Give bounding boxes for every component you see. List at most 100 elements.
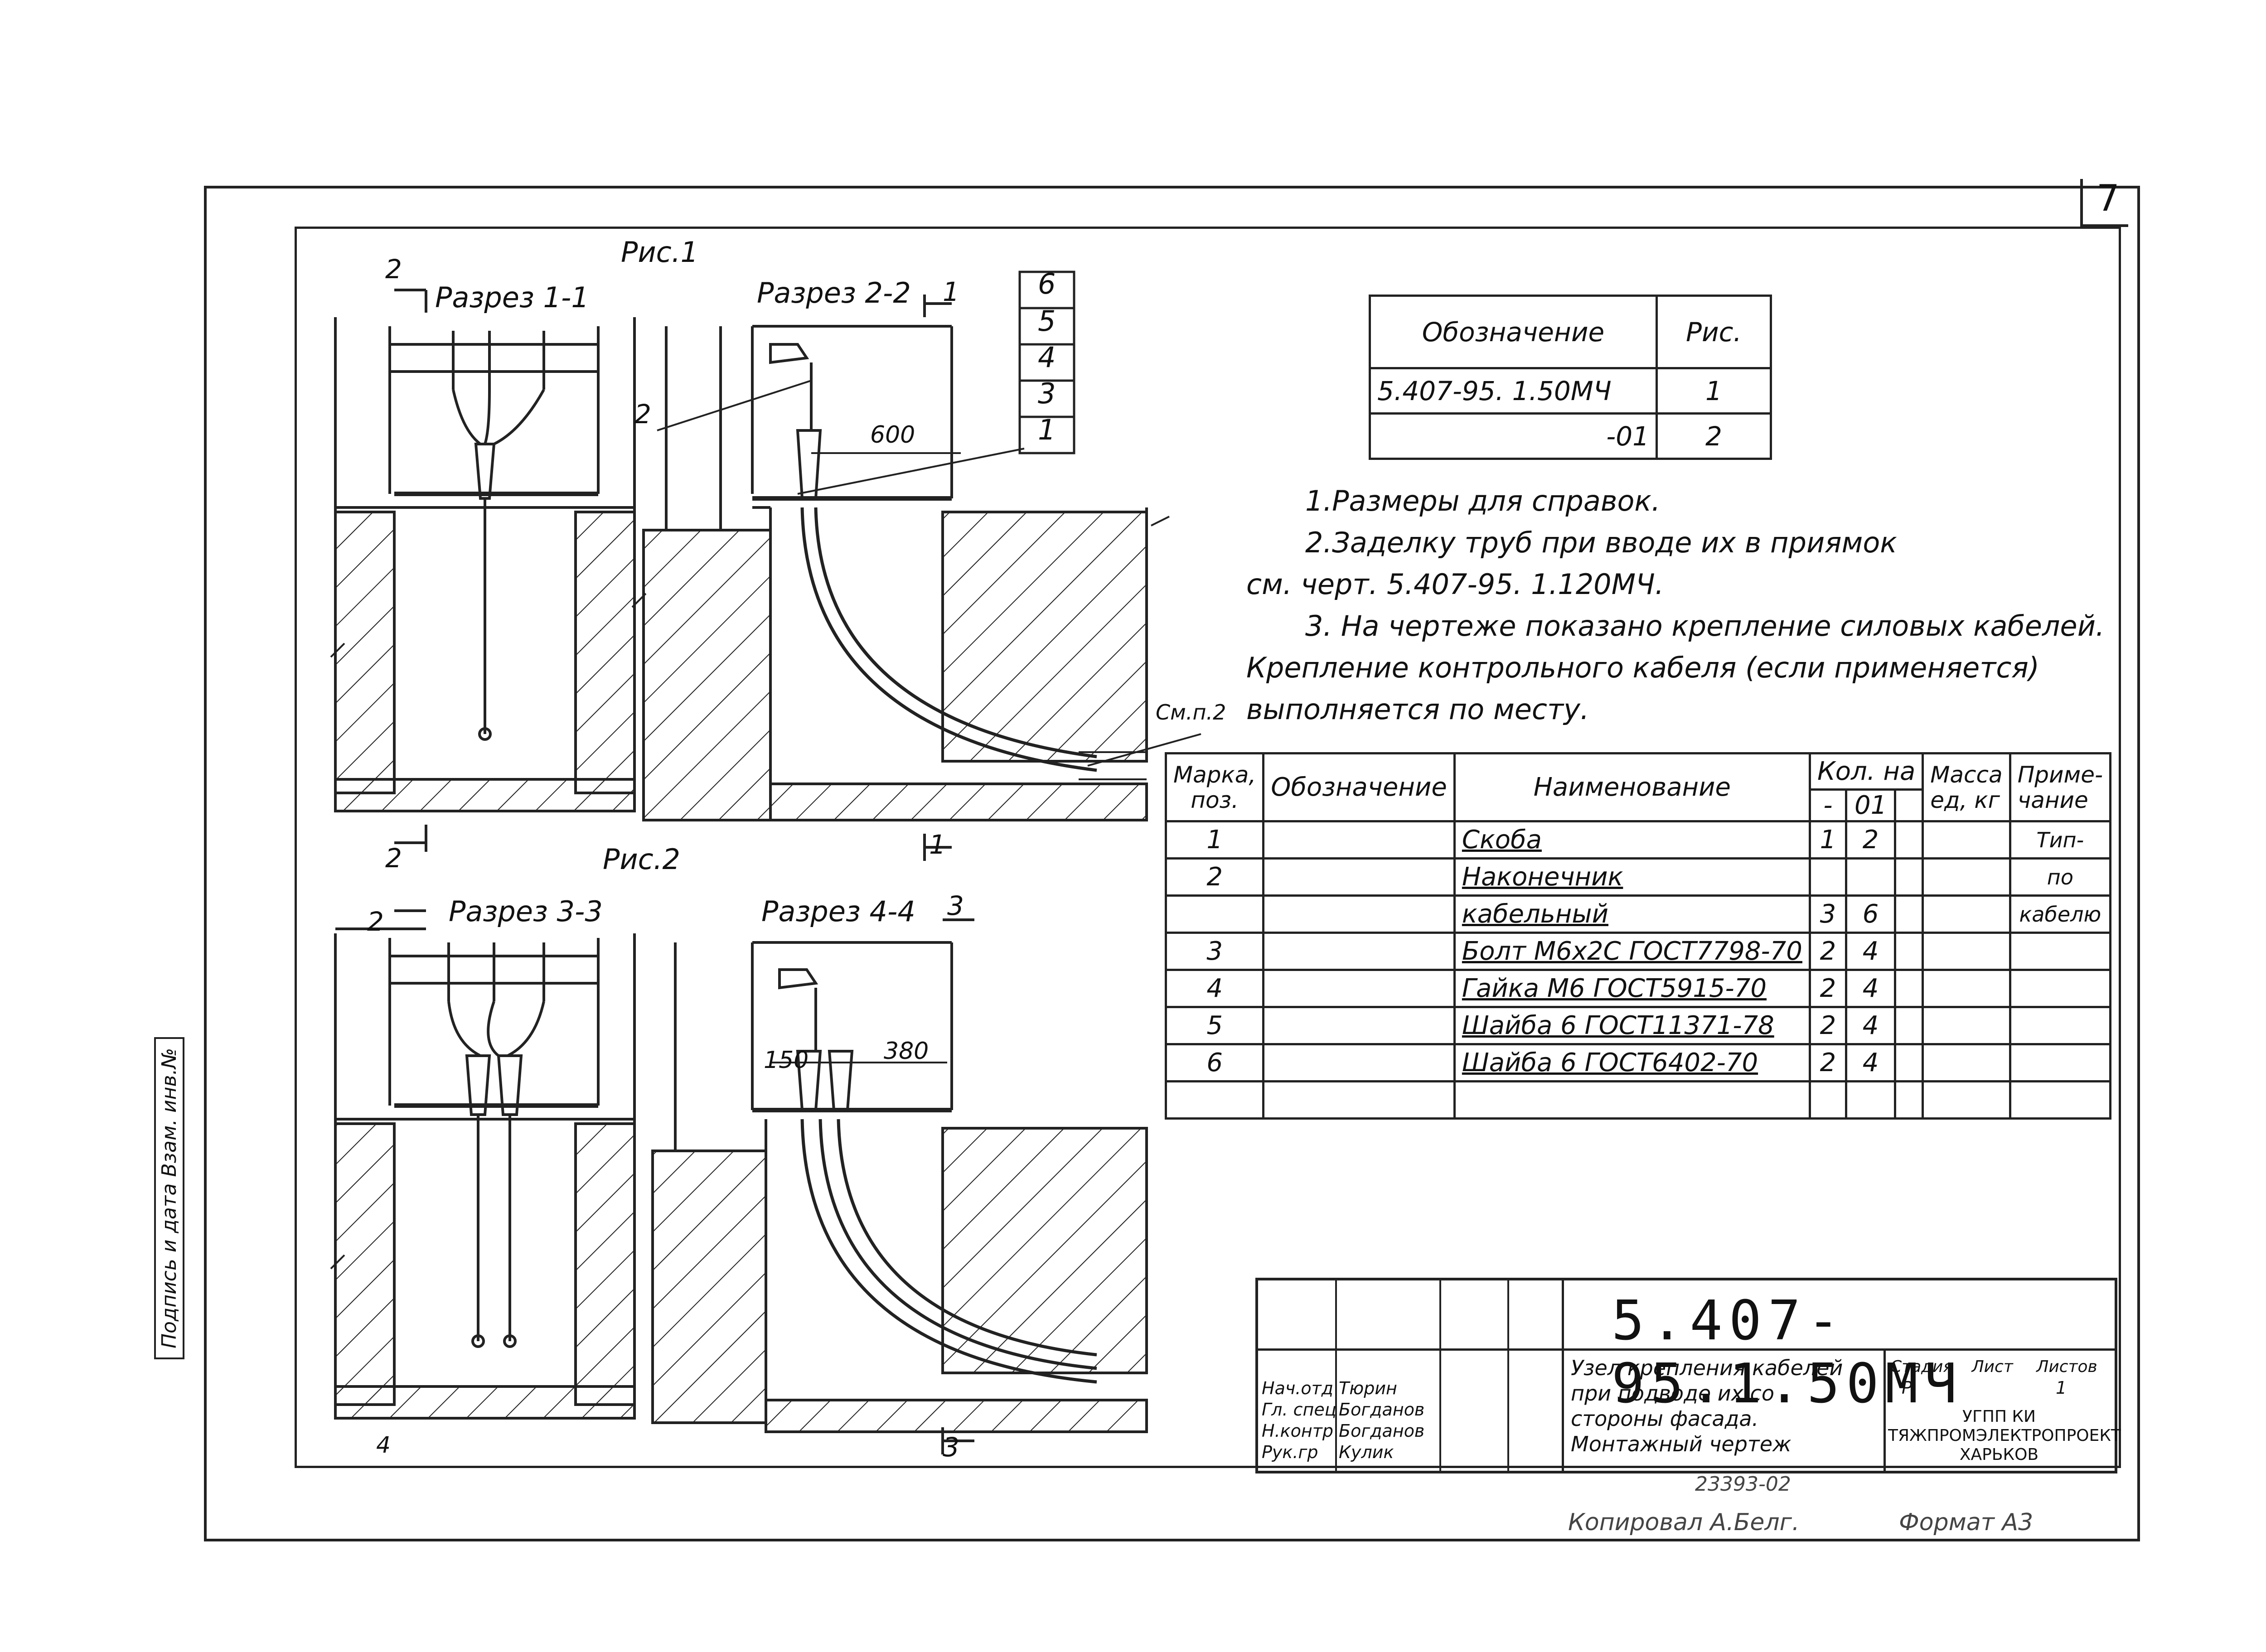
spec-cell-empty [1922, 1043, 2011, 1082]
pos-1: 1 [1038, 413, 1056, 446]
reference-table: Обозначение Рис. 5.407-95. 1.50МЧ 1 -01 … [1369, 295, 1772, 460]
spec-cell-empty [1894, 894, 1924, 934]
sec11-floor [334, 778, 636, 812]
sheets-value: 1 [2056, 1378, 2067, 1398]
spec-cell-empty [1922, 857, 2011, 897]
stage-header: Стадия Лист Листов [1890, 1357, 2097, 1376]
fig1-label: Рис.1 [621, 236, 698, 269]
ref-row1-fig: 1 [1656, 367, 1772, 415]
fig2-label: Рис.2 [603, 843, 680, 876]
spec-cell-name: Болт М6х2С ГОСТ7798-70 [1453, 932, 1811, 971]
dim-150: 150 [764, 1047, 809, 1074]
inventory-number: 23393-02 [1695, 1473, 1791, 1496]
spec-cell-empty [1922, 969, 2011, 1008]
spec-cell-note [2009, 1043, 2112, 1082]
spec-cell-a: 2 [1808, 1006, 1847, 1045]
spec-cell-a: 2 [1808, 1043, 1847, 1082]
spec-cell-b: 6 [1845, 894, 1897, 934]
spec-h-name: Наименование [1453, 752, 1811, 822]
side-stamp: Подпись и дата Взам. инв.№ [154, 1037, 184, 1359]
spec-cell-empty [1894, 1006, 1924, 1045]
outer-frame [204, 186, 2140, 1541]
spec-h-note: Приме- чание [2009, 752, 2112, 822]
spec-cell-mark: 3 [1164, 932, 1265, 971]
section-4-4-label: Разрез 4-4 [761, 895, 915, 928]
mark-1-bottom: 1 [929, 829, 946, 860]
spec-h-mass: Масса ед, кг [1922, 752, 2011, 822]
spec-cell-empty [1262, 1080, 1456, 1120]
mark-3-bottom: 3 [943, 1432, 959, 1463]
ref-row2-designation: -01 [1369, 412, 1658, 460]
note-3-cont: Крепление контрольного кабеля (если прим… [1246, 651, 2039, 684]
mark-3-top: 3 [947, 890, 964, 921]
spec-cell-empty [1894, 1080, 1924, 1120]
ref-row2-fig: 2 [1656, 412, 1772, 460]
sec44-right-block [941, 1127, 1148, 1374]
sec44-left-block [651, 1150, 767, 1424]
spec-cell-name: Шайба 6 ГОСТ6402-70 [1453, 1043, 1811, 1082]
drawing-title: Узел крепления кабелей при подводе их со… [1571, 1356, 1843, 1456]
spec-cell-empty [1894, 932, 1924, 971]
spec-cell-empty [1262, 969, 1456, 1008]
spec-h-mark: Марка, поз. [1164, 752, 1265, 822]
spec-cell-mark: 4 [1164, 969, 1265, 1008]
sec22-left-block [642, 529, 772, 821]
spec-cell-name: Скоба [1453, 820, 1811, 860]
document-code: 5.407-95.1.50МЧ [1612, 1290, 1964, 1415]
spec-cell-empty [1262, 820, 1456, 860]
note-2: 2.Заделку труб при вводе их в приямок [1305, 526, 1897, 559]
copied-by: Копировал А.Белг. [1568, 1509, 1800, 1536]
sec33-wall-right [574, 1122, 636, 1406]
note-1: 1.Размеры для справок. [1305, 484, 1661, 517]
spec-cell-note [2009, 969, 2112, 1008]
spec-cell-note: Тип- [2009, 820, 2112, 860]
sheet-number: 7 [2097, 177, 2120, 219]
ref-header-fig: Рис. [1656, 295, 1772, 369]
spec-cell-empty [1922, 932, 2011, 971]
sheet-number-box: 7 [2080, 177, 2128, 227]
spec-cell-empty [1922, 1080, 2011, 1120]
mark-1-top: 1 [943, 276, 959, 307]
spec-cell-b: 4 [1845, 1006, 1897, 1045]
spec-cell-b [1845, 1080, 1897, 1120]
spec-cell-b: 4 [1845, 932, 1897, 971]
pos-4: 4 [1038, 341, 1056, 374]
sec11-wall-right [574, 511, 636, 794]
spec-cell-empty [1262, 857, 1456, 897]
spec-cell-mark: 2 [1164, 857, 1265, 897]
spec-cell-a [1808, 1080, 1847, 1120]
spec-cell-note [2009, 1080, 2112, 1120]
sec44-floor [765, 1399, 1148, 1433]
spec-cell-empty [1262, 894, 1456, 934]
spec-h-designation: Обозначение [1262, 752, 1456, 822]
specification-table: Марка, поз. Обозначение Наименование Кол… [1164, 752, 2112, 1120]
spec-row: 2 Наконечник по [1164, 857, 2112, 897]
pos-3: 3 [1038, 377, 1056, 410]
spec-cell-empty [1262, 1043, 1456, 1082]
spec-cell-b: 4 [1845, 969, 1897, 1008]
spec-cell-empty [1894, 969, 1924, 1008]
spec-h-qty-a: - [1808, 788, 1847, 822]
spec-cell-name [1453, 1080, 1811, 1120]
spec-row [1164, 1080, 2112, 1120]
spec-cell-empty [1894, 857, 1924, 897]
pos-5: 5 [1038, 304, 1056, 338]
spec-cell-mark [1164, 1080, 1265, 1120]
dim-380: 380 [884, 1038, 929, 1065]
organization: УГПП КИ ТЯЖПРОМЭЛЕКТРОПРОЕКТ ХАРЬКОВ [1888, 1407, 2121, 1464]
spec-cell-mark: 6 [1164, 1043, 1265, 1082]
stage-value: Р [1902, 1378, 1912, 1398]
spec-cell-name: Наконечник [1453, 857, 1811, 897]
spec-cell-name: Шайба 6 ГОСТ11371-78 [1453, 1006, 1811, 1045]
spec-cell-note: по [2009, 857, 2112, 897]
spec-cell-a: 3 [1808, 894, 1847, 934]
sec11-wall-left [334, 511, 396, 794]
see-note-2-callout: См.п.2 [1156, 700, 1226, 725]
